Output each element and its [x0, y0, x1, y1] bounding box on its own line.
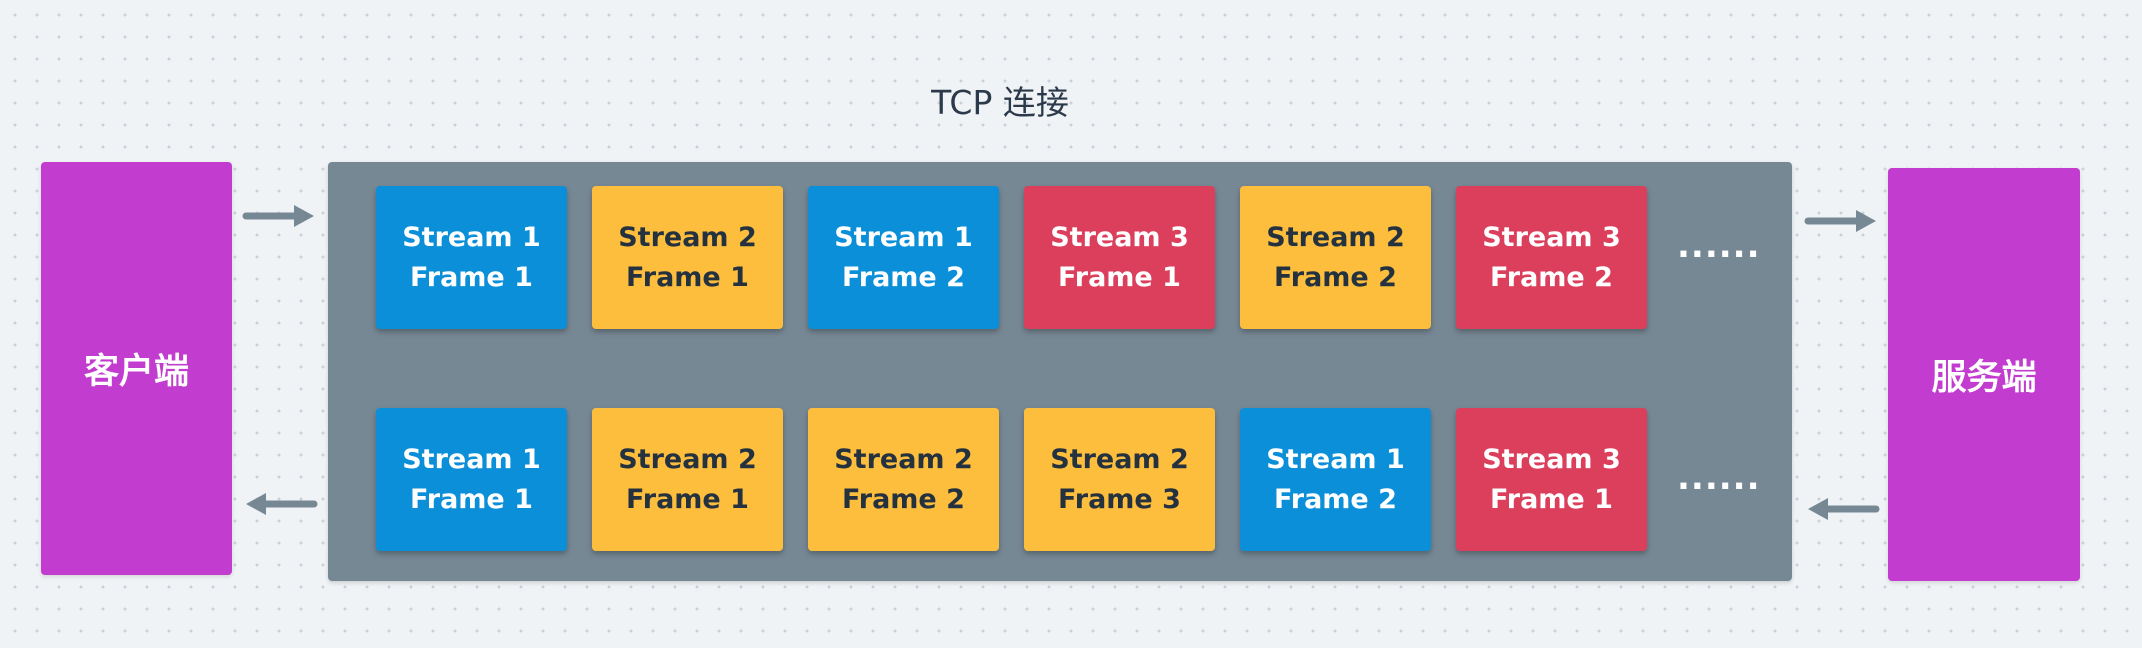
frame-label: Frame 1 [1058, 261, 1181, 293]
frame-block: Stream 2 Frame 2 [808, 408, 999, 551]
frame-label: Frame 3 [1058, 483, 1181, 515]
stream-label: Stream 3 [1050, 221, 1189, 253]
frame-block: Stream 1 Frame 1 [376, 408, 567, 551]
frame-label: Frame 1 [626, 483, 749, 515]
stream-label: Stream 1 [402, 443, 541, 475]
frame-label: Frame 2 [1274, 483, 1397, 515]
server-label: 服务端 [1931, 358, 2037, 398]
stream-label: Stream 3 [1482, 443, 1621, 475]
server-box: 服务端 [1888, 168, 2080, 581]
frame-block: Stream 3 Frame 1 [1024, 186, 1215, 329]
arrow-left-icon [1808, 498, 1880, 520]
stream-label: Stream 2 [618, 443, 757, 475]
client-label: 客户端 [83, 352, 189, 392]
stream-label: Stream 1 [834, 221, 973, 253]
frame-block: Stream 1 Frame 1 [376, 186, 567, 329]
more-frames-ellipsis: ...... [1677, 458, 1761, 498]
frame-block: Stream 2 Frame 2 [1240, 186, 1431, 329]
tcp-connection-title: TCP 连接 [931, 83, 1069, 122]
stream-label: Stream 3 [1482, 221, 1621, 253]
stream-label: Stream 2 [618, 221, 757, 253]
frame-label: Frame 1 [1490, 483, 1613, 515]
stream-label: Stream 2 [1050, 443, 1189, 475]
frame-block: Stream 2 Frame 3 [1024, 408, 1215, 551]
frame-block: Stream 2 Frame 1 [592, 408, 783, 551]
frame-block: Stream 2 Frame 1 [592, 186, 783, 329]
stream-label: Stream 1 [1266, 443, 1405, 475]
stream-label: Stream 1 [402, 221, 541, 253]
arrow-right-icon [242, 205, 314, 227]
frame-block: Stream 3 Frame 1 [1456, 408, 1647, 551]
frame-label: Frame 2 [1274, 261, 1397, 293]
frame-label: Frame 1 [410, 483, 533, 515]
frame-label: Frame 1 [626, 261, 749, 293]
stream-label: Stream 2 [834, 443, 973, 475]
frame-block: Stream 1 Frame 2 [808, 186, 999, 329]
frame-block: Stream 3 Frame 2 [1456, 186, 1647, 329]
frame-label: Frame 2 [1490, 261, 1613, 293]
frame-label: Frame 2 [842, 261, 965, 293]
arrow-left-icon [246, 493, 318, 515]
arrow-right-icon [1804, 210, 1876, 232]
frame-label: Frame 1 [410, 261, 533, 293]
client-box: 客户端 [41, 162, 232, 575]
more-frames-ellipsis: ...... [1677, 226, 1761, 266]
frame-label: Frame 2 [842, 483, 965, 515]
stream-label: Stream 2 [1266, 221, 1405, 253]
frame-block: Stream 1 Frame 2 [1240, 408, 1431, 551]
